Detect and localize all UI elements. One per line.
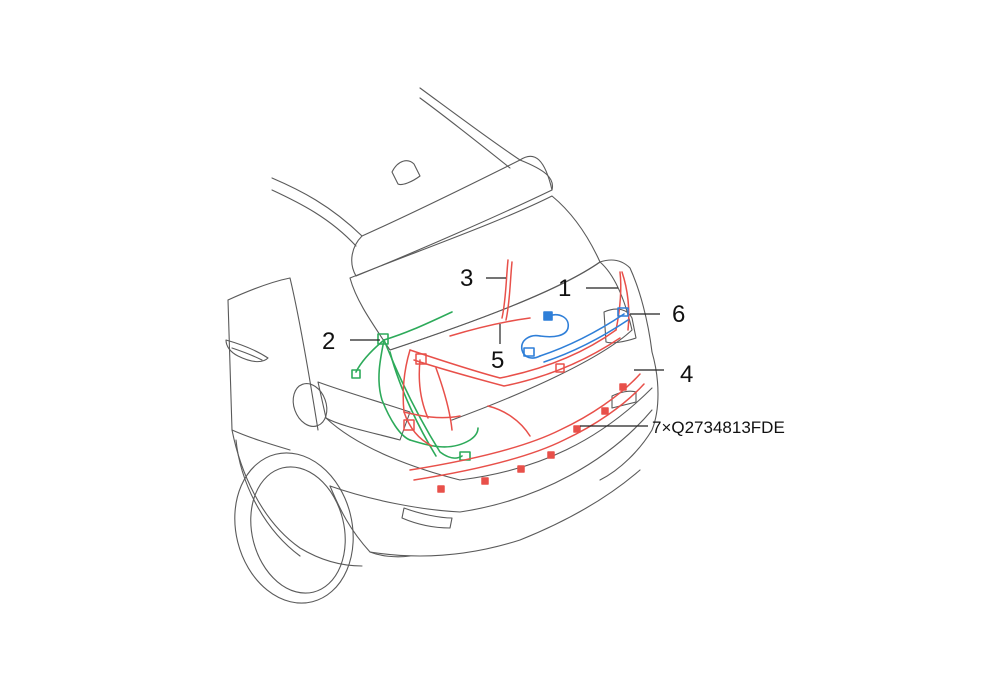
harness-blue — [520, 307, 629, 363]
harness-red — [402, 259, 645, 493]
callout-7: 7×Q2734813FDE — [652, 418, 785, 437]
vehicle-outline — [225, 87, 659, 604]
callout-5: 5 — [491, 347, 504, 374]
harness-green — [351, 311, 479, 461]
callout-6: 6 — [672, 301, 685, 328]
callout-labels: 1 2 3 4 5 6 7×Q2734813FDE — [322, 265, 785, 437]
callout-2: 2 — [322, 328, 335, 355]
callout-1: 1 — [558, 275, 571, 302]
leader-lines — [350, 277, 664, 427]
callout-3: 3 — [460, 265, 473, 292]
callout-4: 4 — [680, 361, 693, 388]
